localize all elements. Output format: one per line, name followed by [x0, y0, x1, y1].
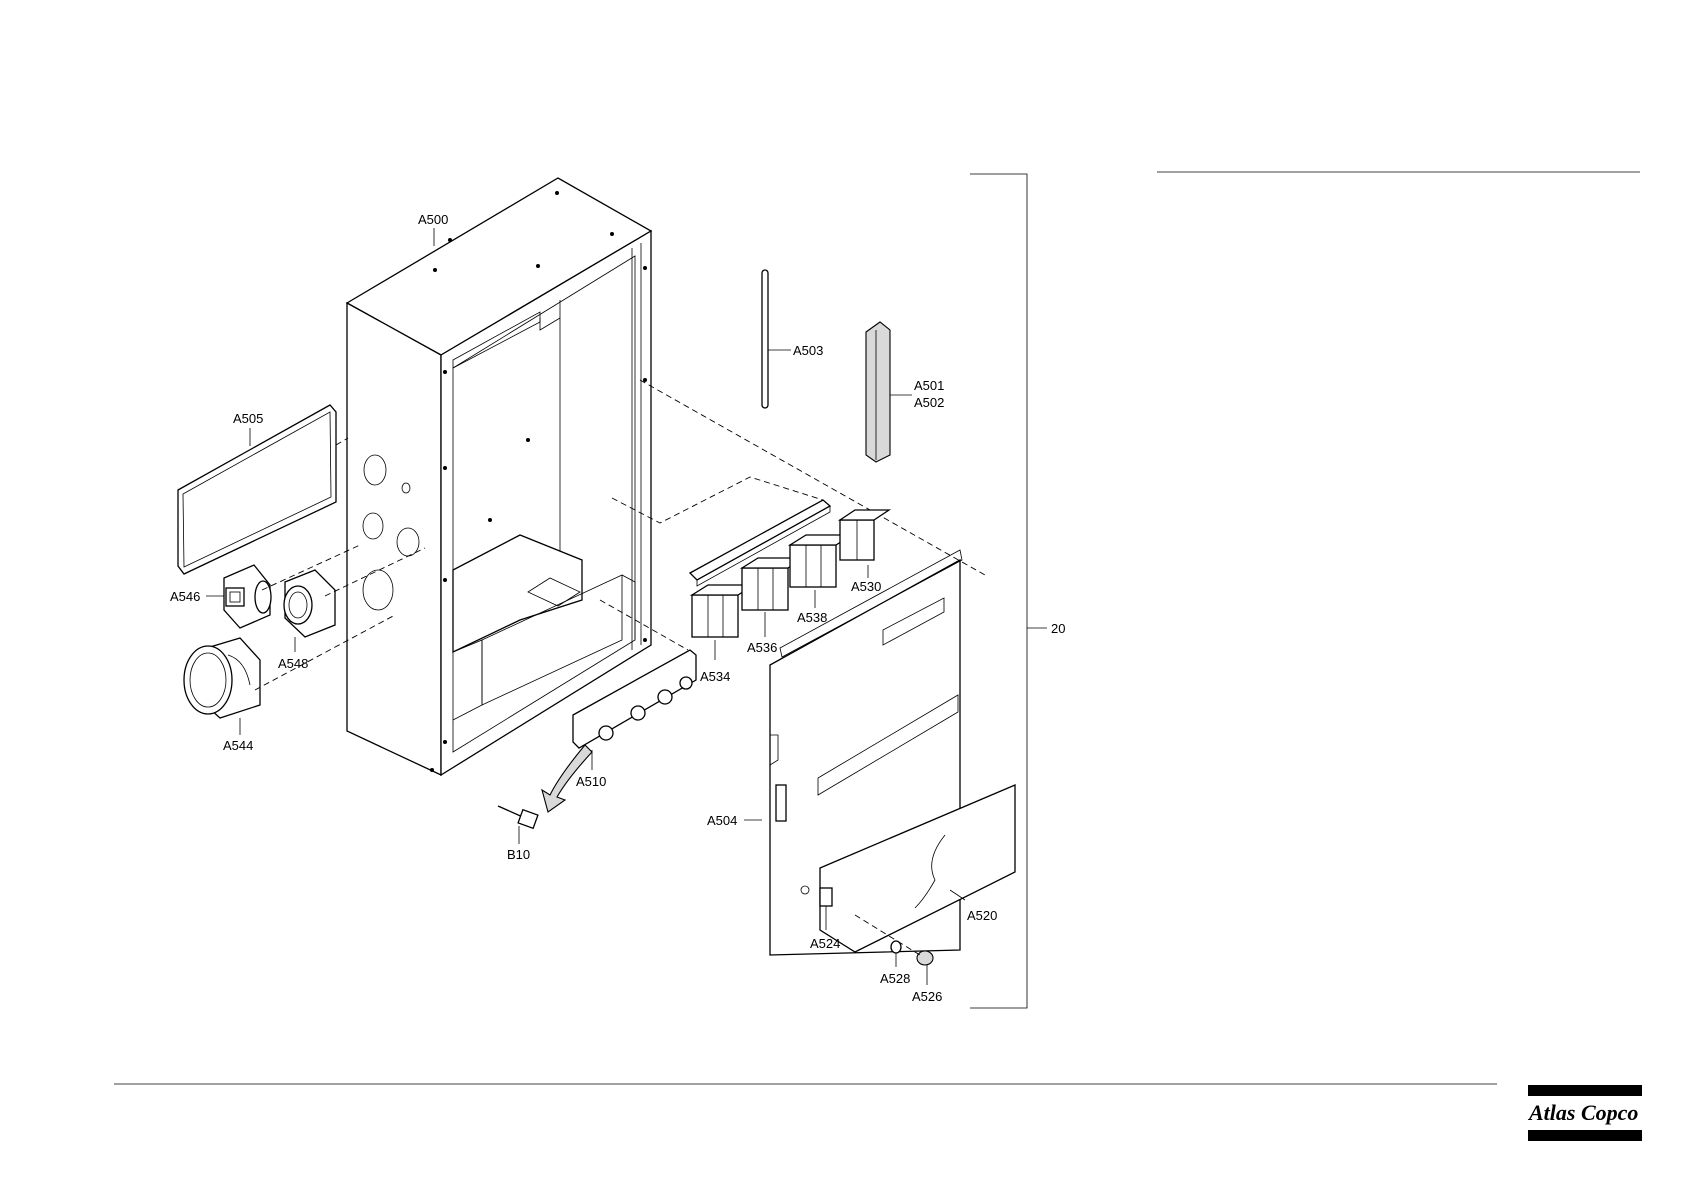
- callout-a500: A500: [418, 212, 448, 227]
- socket-a546: [224, 565, 271, 628]
- bolt-b10: [498, 806, 538, 828]
- callout-a544: A544: [223, 738, 253, 753]
- callout-a536: A536: [747, 640, 777, 655]
- callout-a538: A538: [797, 610, 827, 625]
- callout-a503: A503: [793, 343, 823, 358]
- callout-a548: A548: [278, 656, 308, 671]
- callout-a510: A510: [576, 774, 606, 789]
- callout-a526: A526: [912, 989, 942, 1004]
- atlas-copco-logo: Atlas Copco: [1527, 1085, 1642, 1141]
- callout-group-20: 20: [1051, 621, 1065, 636]
- breaker-a530: [840, 510, 889, 560]
- callout-a546: A546: [170, 589, 200, 604]
- svg-text:Atlas Copco: Atlas Copco: [1527, 1100, 1638, 1125]
- callout-b10: B10: [507, 847, 530, 862]
- callout-a530: A530: [851, 579, 881, 594]
- profile-a501-a502: [866, 322, 890, 462]
- screw-a526: [917, 951, 933, 965]
- callout-a502: A502: [914, 395, 944, 410]
- callout-a534: A534: [700, 669, 730, 684]
- callout-a505: A505: [233, 411, 263, 426]
- callout-a528: A528: [880, 971, 910, 986]
- socket-a548: [284, 570, 335, 637]
- socket-a544: [184, 638, 260, 718]
- rod-a503: [762, 270, 768, 408]
- callout-a520: A520: [967, 908, 997, 923]
- gasket-plate-a505: [178, 405, 348, 574]
- callout-a524: A524: [810, 936, 840, 951]
- cabinet-a500: [347, 178, 651, 775]
- callout-a501: A501: [914, 378, 944, 393]
- callout-a504: A504: [707, 813, 737, 828]
